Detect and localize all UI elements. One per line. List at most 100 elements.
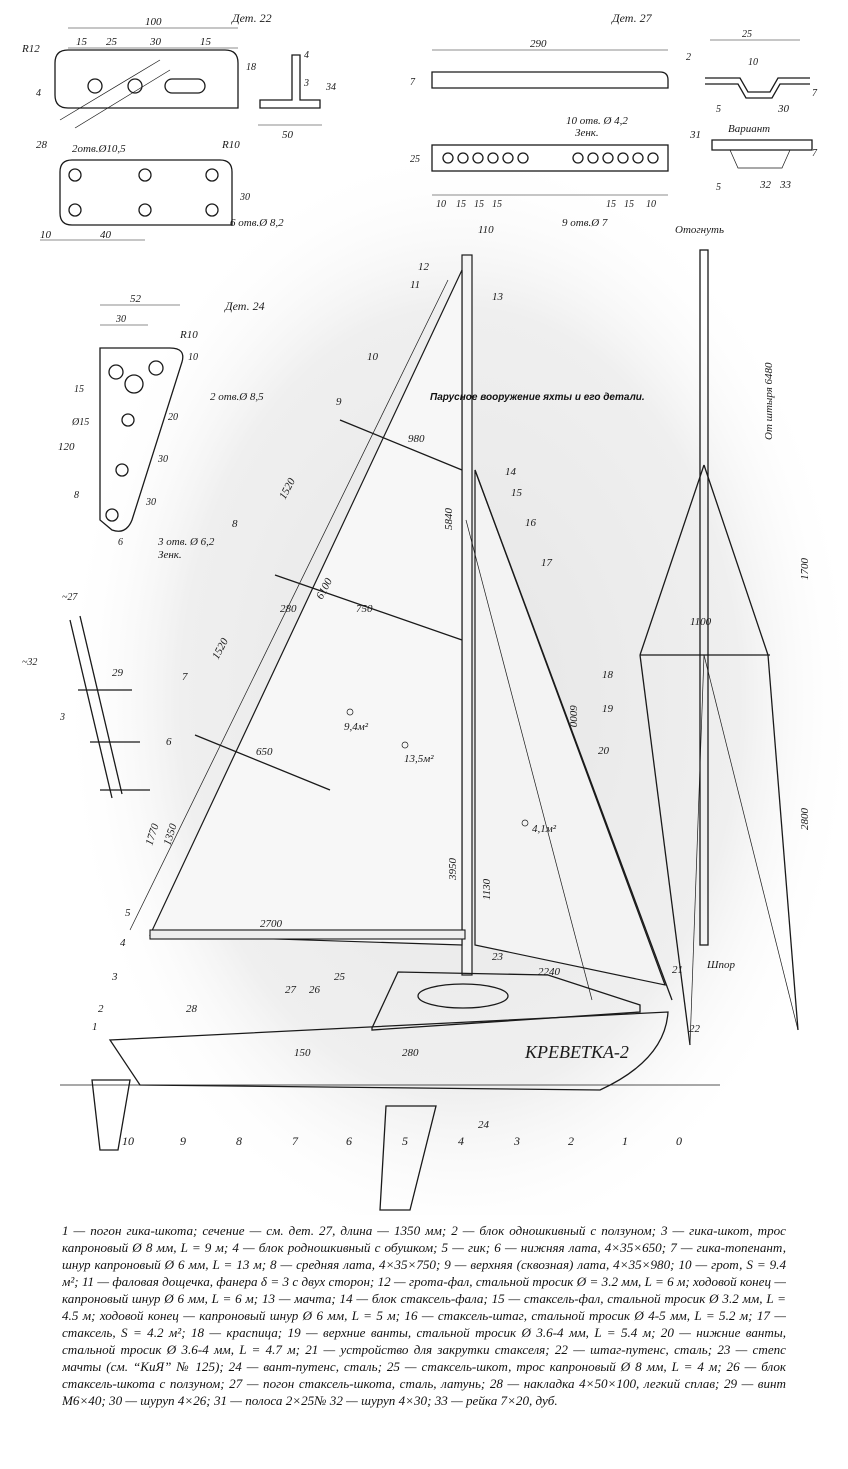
dim-3950: 3950 [447, 858, 459, 882]
callout-7: 7 [182, 671, 188, 683]
dim-110: 110 [478, 224, 494, 236]
callout-23: 23 [492, 951, 504, 963]
dim-1100: 1100 [690, 616, 712, 628]
det27-holes-b: 9 отв.Ø 7 [562, 217, 608, 229]
dim-25c: 25 [742, 29, 752, 40]
callout-21: 21 [672, 964, 683, 976]
dim-2240: 2240 [538, 966, 561, 978]
front-view: От штыря 6480 1700 1100 2800 Шпор 18 19 … [598, 249, 811, 1046]
detail-22-title: Дет. 22 [231, 11, 272, 25]
det27-otognut: Отогнуть [675, 224, 724, 236]
station-2: 2 [568, 1134, 574, 1148]
callout-29: 29 [112, 667, 124, 679]
dim-8: 8 [74, 490, 79, 501]
station-4: 4 [458, 1134, 464, 1148]
callout-16: 16 [525, 517, 537, 529]
detail-rail: ~27 ~32 3 29 [22, 592, 150, 799]
area-jib: 4,1м² [532, 823, 557, 835]
dim-30b: 30 [239, 192, 250, 203]
dim-30e: 30 [145, 497, 156, 508]
station-9: 9 [180, 1134, 186, 1148]
detail-24: Дет. 24 52 30 10 15 Ø15 120 20 30 30 8 6… [58, 293, 265, 561]
detail-24-title: Дет. 24 [224, 299, 265, 313]
callout-13: 13 [492, 291, 504, 303]
det27-holes-a2: Зенк. [575, 127, 599, 139]
drawing-caption: Парусное вооружение яхты и его детали. [430, 392, 645, 403]
dim-100: 100 [145, 16, 162, 28]
callout-20: 20 [598, 745, 610, 757]
dim-280b: 280 [402, 1047, 419, 1059]
det24-r10: R10 [179, 329, 198, 341]
callout-6: 6 [166, 736, 172, 748]
dim-6: 6 [118, 537, 123, 548]
station-10: 10 [122, 1134, 134, 1148]
dim-4b: 4 [304, 50, 309, 61]
dim-5840: 5840 [443, 508, 455, 531]
dim-150: 150 [294, 1047, 311, 1059]
callout-9: 9 [336, 396, 342, 408]
det22-holes-bottom: 6 отв.Ø 8,2 [230, 217, 284, 229]
dim-15f: 15 [606, 199, 616, 210]
dim-10e: 10 [188, 352, 198, 363]
dim-5b: 5 [716, 182, 721, 193]
callout-33: 33 [779, 179, 792, 191]
dim-20: 20 [168, 412, 178, 423]
det24-holes-b: 3 отв. Ø 6,2 [157, 536, 215, 548]
station-0: 0 [676, 1134, 682, 1148]
sail-plan: 9,4м² 13,5м² 4,1м² 110 5840 6100 1520 15… [92, 224, 701, 1131]
dim-r10: R10 [221, 139, 240, 151]
dim-1700: 1700 [799, 558, 811, 581]
dim-5a: 5 [716, 104, 721, 115]
dim-15b: 15 [200, 36, 212, 48]
callout-25: 25 [334, 971, 346, 983]
boat-name: КРЕВЕТКА-2 [524, 1042, 629, 1062]
dim-27: ~27 [62, 592, 78, 603]
dim-30a: 30 [149, 36, 162, 48]
dim-25b: 25 [410, 154, 420, 165]
dim-3: 3 [303, 78, 309, 89]
callout-24: 24 [478, 1119, 490, 1131]
callout-31: 31 [689, 129, 701, 141]
dim-10c: 10 [436, 199, 446, 210]
dim-280a: 280 [280, 603, 297, 615]
dim-10b: 10 [748, 57, 758, 68]
callout-14: 14 [505, 466, 517, 478]
station-1: 1 [622, 1134, 628, 1148]
callout-17: 17 [541, 557, 553, 569]
mast [461, 254, 473, 976]
callout-10: 10 [367, 351, 379, 363]
callout-18: 18 [602, 669, 614, 681]
station-8: 8 [236, 1134, 242, 1148]
dim-6480: От штыря 6480 [763, 362, 775, 440]
dim-2800: 2800 [799, 808, 811, 831]
dim-290: 290 [530, 38, 547, 50]
detail-27-title: Дет. 27 [611, 11, 653, 25]
dim-10d: 10 [646, 199, 656, 210]
dim-10a: 10 [40, 229, 52, 241]
callout-27: 27 [285, 984, 297, 996]
stations: 10 9 8 7 6 5 4 3 2 1 0 [122, 1134, 682, 1148]
dim-15g: 15 [624, 199, 634, 210]
det27-variant: Вариант [728, 123, 770, 135]
hull: КРЕВЕТКА-2 150 280 10 9 8 7 6 5 4 3 2 1 … [60, 971, 720, 1211]
callout-3: 3 [111, 971, 118, 983]
detail-27: Дет. 27 290 7 25 10 отв. Ø 4,2 Зенк. 9 о… [410, 11, 818, 236]
dim-40: 40 [100, 229, 112, 241]
callout-22: 22 [689, 1023, 701, 1035]
callout-8: 8 [232, 518, 238, 530]
callout-11: 11 [410, 279, 420, 291]
callout-2: 2 [98, 1003, 104, 1015]
dim-30c: 30 [115, 314, 126, 325]
dim-18: 18 [246, 62, 256, 73]
callout-1: 1 [92, 1021, 98, 1033]
dim-650: 650 [256, 746, 273, 758]
callout-5: 5 [125, 907, 131, 919]
dim-6000: 6000 [567, 705, 579, 728]
callout-19: 19 [602, 703, 614, 715]
front-shpor: Шпор [706, 959, 735, 971]
dim-2: 2 [686, 52, 691, 63]
area-main-1: 9,4м² [344, 721, 369, 733]
callout-30: 30 [777, 103, 790, 115]
station-3: 3 [513, 1134, 520, 1148]
dim-34: 34 [325, 82, 336, 93]
